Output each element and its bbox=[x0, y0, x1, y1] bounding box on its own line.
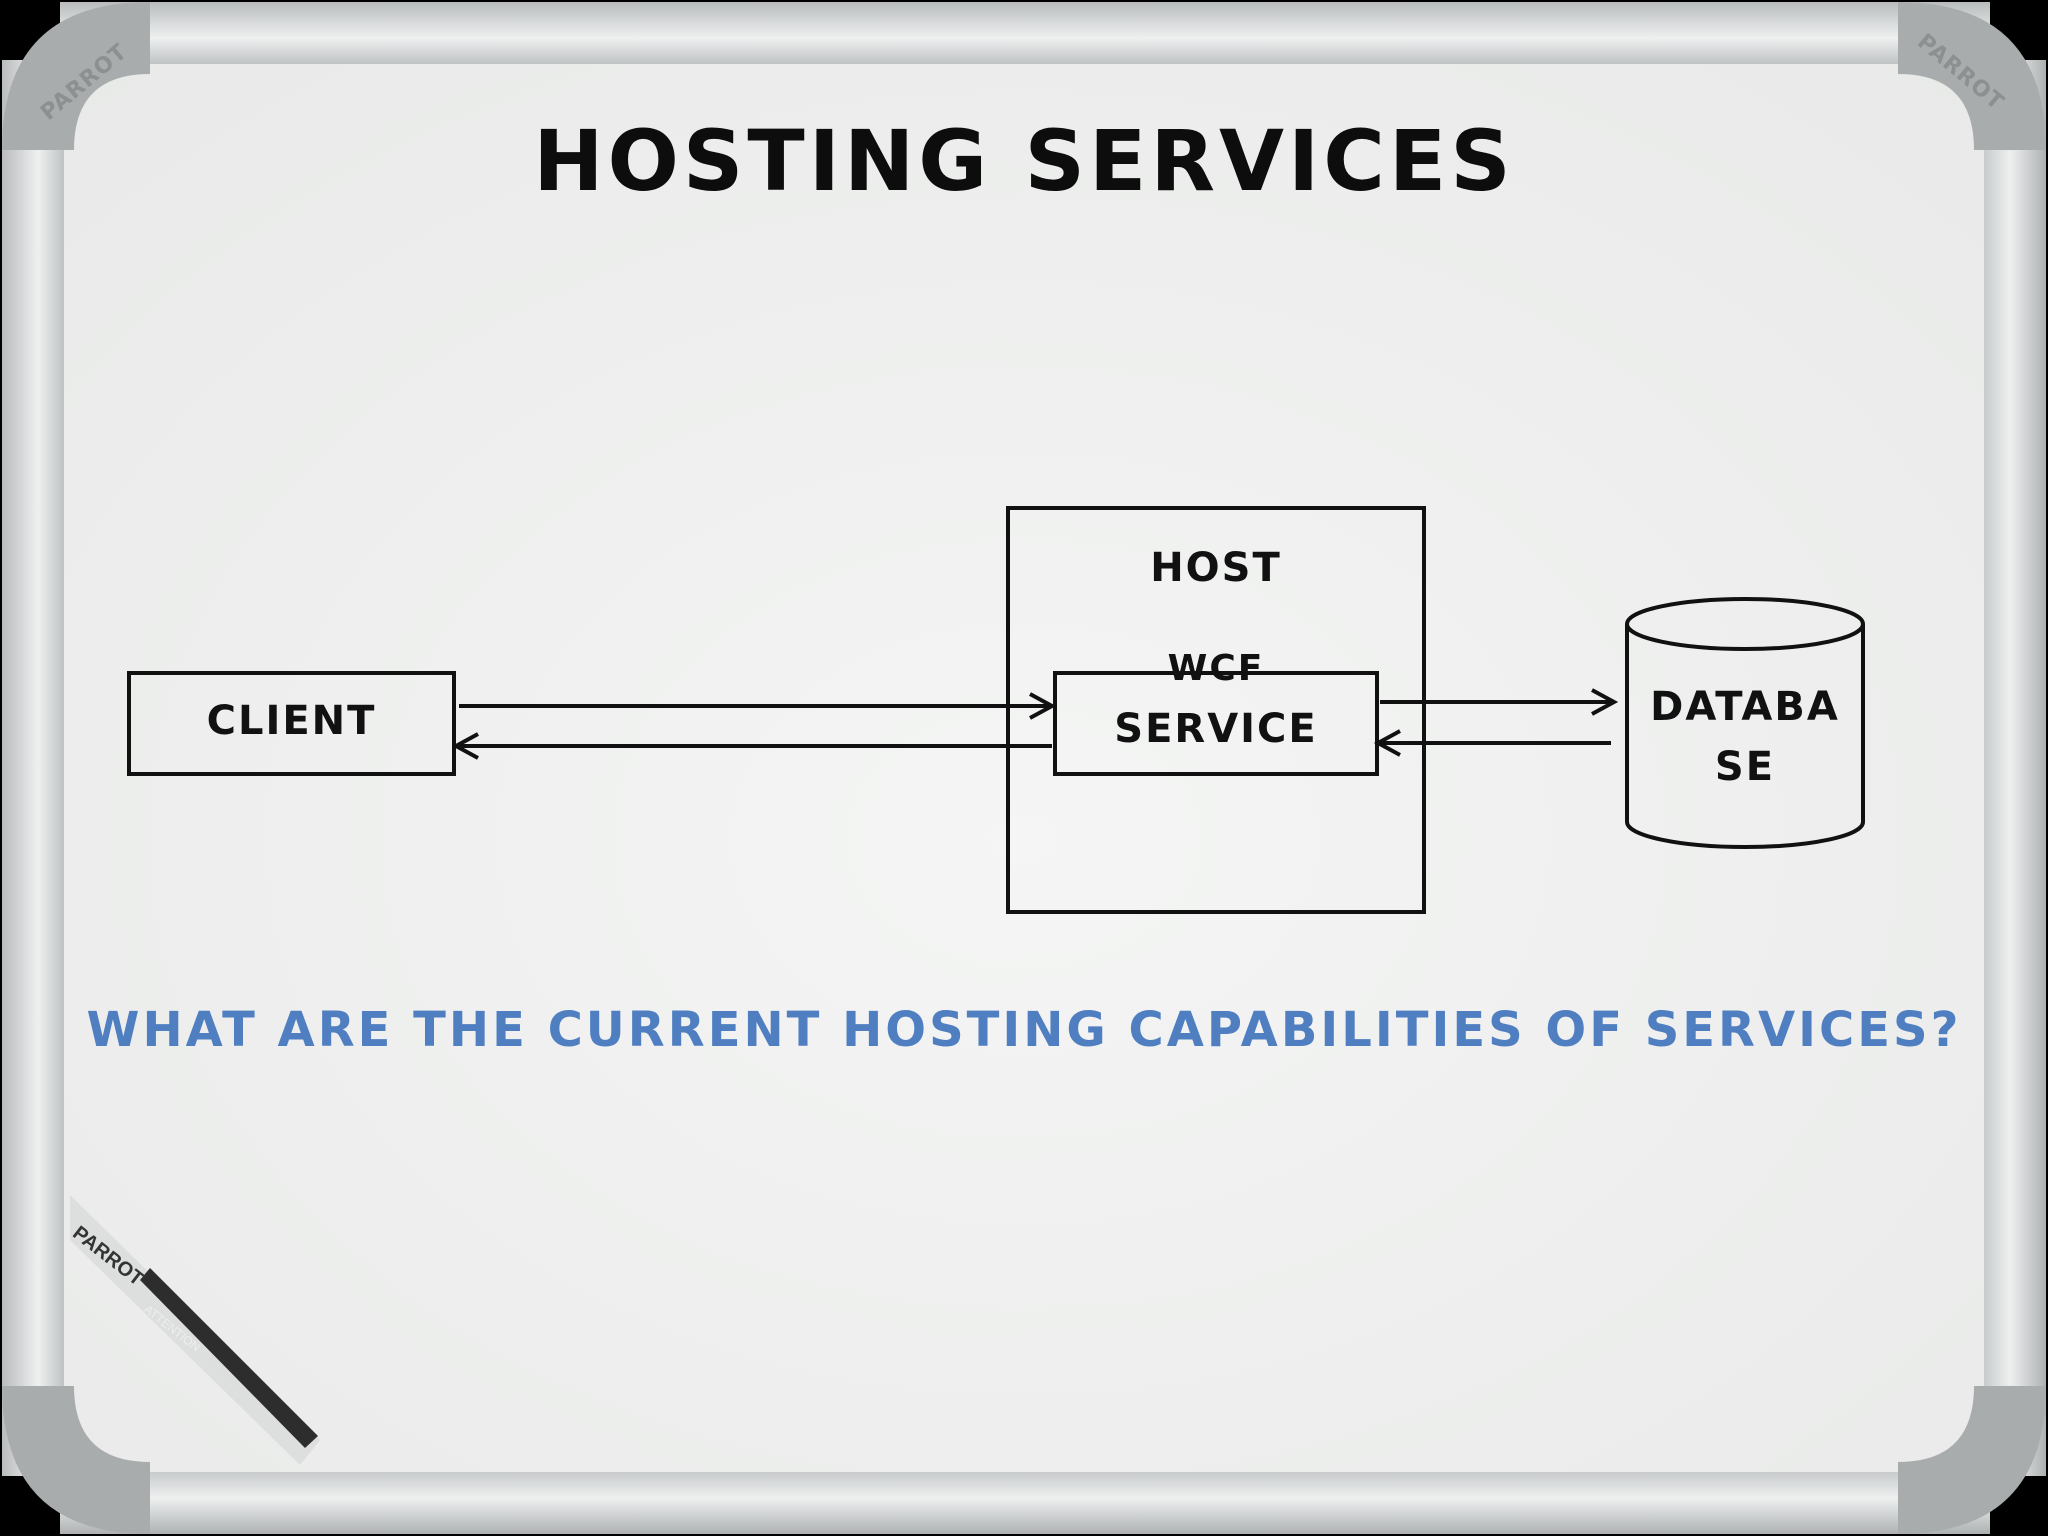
warning-sticker-band bbox=[140, 1268, 318, 1448]
frame-right-rail bbox=[1974, 60, 2046, 1476]
service-box bbox=[1053, 671, 1379, 776]
client-box bbox=[127, 671, 456, 776]
arrow-database-to-service bbox=[1373, 729, 1611, 757]
arrow-client-to-service bbox=[459, 692, 1057, 720]
corner-cap-top-left bbox=[2, 2, 150, 150]
question-text: WHAT ARE THE CURRENT HOSTING CAPABILITIE… bbox=[86, 1002, 1962, 1058]
page-title: HOSTING SERVICES bbox=[533, 112, 1515, 210]
corner-cap-top-right bbox=[1898, 2, 2046, 150]
database-cylinder bbox=[1625, 597, 1865, 849]
database-label-line2: SE bbox=[1714, 744, 1776, 790]
corner-cap-bottom-left bbox=[2, 1386, 150, 1534]
arrow-service-to-database bbox=[1380, 688, 1619, 716]
frame-bottom-rail bbox=[60, 1462, 1990, 1534]
frame-top-rail bbox=[60, 2, 1990, 74]
board-surface bbox=[64, 64, 1984, 1472]
host-label: HOST bbox=[1150, 545, 1282, 591]
frame-left-rail bbox=[2, 60, 74, 1476]
service-label-line1: WCF bbox=[1167, 648, 1265, 689]
database-label-line1: DATABA bbox=[1650, 684, 1840, 730]
host-box bbox=[1006, 506, 1426, 914]
corner-cap-bottom-right bbox=[1898, 1386, 2046, 1534]
arrow-service-to-client bbox=[451, 732, 1052, 760]
service-label-line2: SERVICE bbox=[1114, 706, 1318, 752]
client-label: CLIENT bbox=[206, 698, 377, 744]
